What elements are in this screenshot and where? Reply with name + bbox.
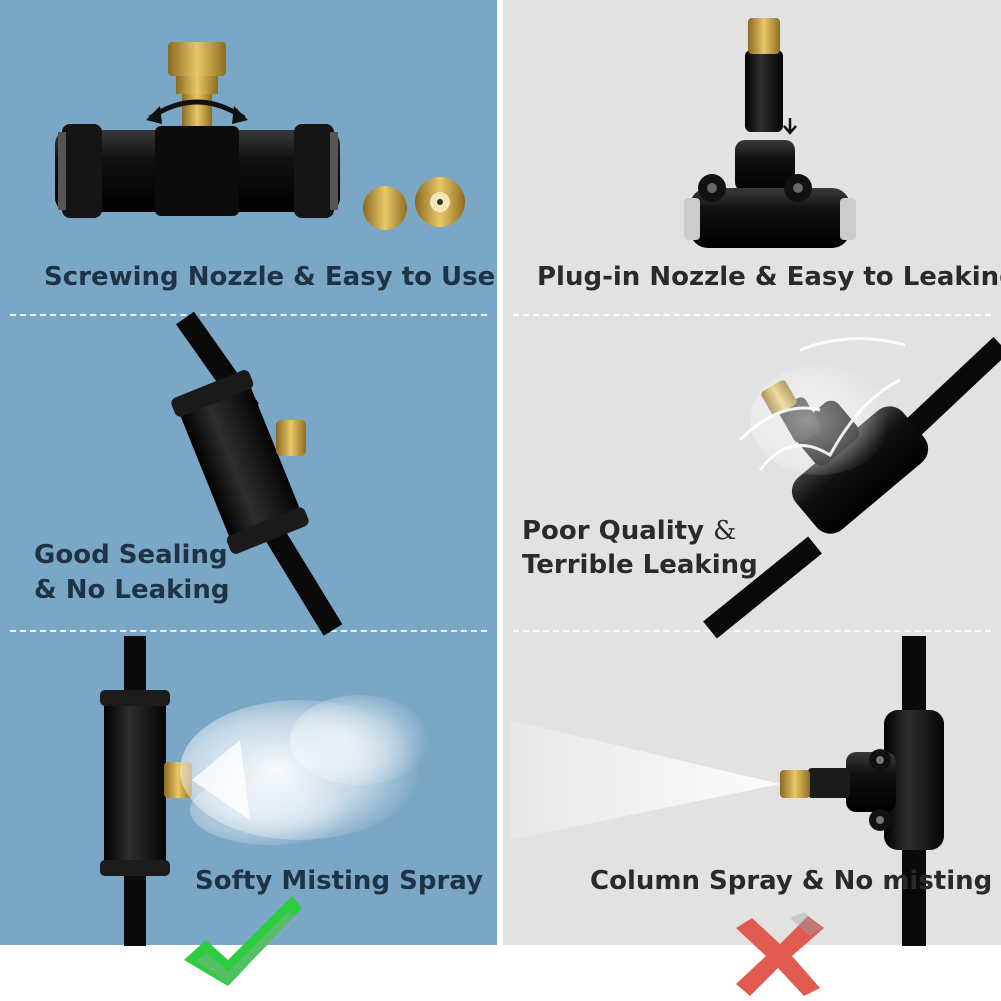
right-caption-2-text: Poor Quality xyxy=(522,516,705,546)
cross-mark-icon xyxy=(736,912,824,996)
left-caption-2-line2: & No Leaking xyxy=(34,575,230,605)
right-caption-3: Column Spray & No misting xyxy=(590,866,993,896)
leaking-tee-image xyxy=(703,336,1001,639)
right-caption-2-line1: Poor Quality & xyxy=(522,514,736,548)
sealed-fitting-image xyxy=(171,311,343,636)
plugin-tee-image xyxy=(684,18,856,248)
left-divider-1 xyxy=(10,314,487,316)
right-divider-1 xyxy=(513,314,991,316)
left-caption-1: Screwing Nozzle & Easy to Use xyxy=(44,262,496,292)
right-caption-2-line2: Terrible Leaking xyxy=(522,550,758,580)
left-caption-2-line1: Good Sealing xyxy=(34,540,228,570)
column-spray-image xyxy=(510,636,944,946)
right-divider-2 xyxy=(513,630,991,632)
mist-spray-image xyxy=(100,636,430,946)
right-caption-1: Plug-in Nozzle & Easy to Leaking xyxy=(537,262,1001,292)
right-caption-2-ampersand: & xyxy=(713,516,737,546)
left-caption-3: Softy Misting Spray xyxy=(195,866,483,896)
check-mark-icon xyxy=(184,896,302,986)
left-divider-2 xyxy=(10,630,487,632)
screw-connector-image xyxy=(55,42,465,230)
